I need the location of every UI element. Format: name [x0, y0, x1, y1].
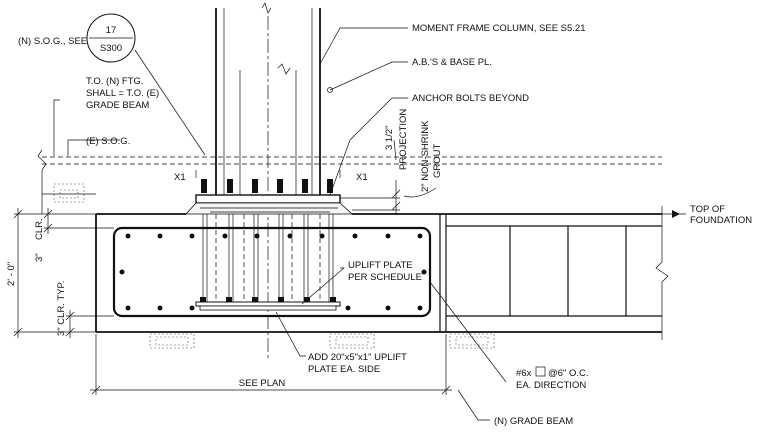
ab-base-plate-label: A.B.'S & BASE PL. — [412, 57, 492, 68]
uplift-plate-line2: PER SCHEDULE — [348, 272, 422, 283]
x1-right-marker: X1 — [356, 172, 368, 183]
dimension-lines — [13, 170, 686, 395]
uplift-plates — [195, 297, 341, 311]
grout-line1-label: 2" NON-SHRINK — [420, 120, 431, 192]
x1-left-marker: X1 — [174, 172, 186, 183]
rebar-spec-spacing: @6" O.C. — [548, 368, 588, 379]
moment-frame-label: MOMENT FRAME COLUMN, SEE S5.21 — [412, 23, 586, 34]
projection-dim-label: 3 1/2" — [384, 125, 395, 150]
see-plan-label: SEE PLAN — [239, 378, 286, 389]
base-plate-and-grout — [185, 194, 354, 215]
existing-sog-label: (E) S.O.G. — [86, 136, 130, 147]
clear-cover-word: CLR. — [34, 218, 45, 240]
rebar-cage — [112, 225, 662, 318]
section-sheet: S300 — [100, 43, 122, 54]
anchor-bolt-nuts — [201, 179, 333, 193]
leader-lines — [53, 27, 507, 421]
rebar-spec-prefix: #6x — [516, 368, 532, 379]
anchor-bolt-rods — [202, 214, 334, 305]
uplift-plate-line1: UPLIFT PLATE — [348, 260, 413, 271]
clear-cover-dim: 3" — [34, 253, 45, 262]
grout-line2-label: GROUT — [432, 144, 443, 179]
add-plate-line1: ADD 20"x5"x1" UPLIFT — [308, 352, 407, 363]
top-of-foundation-line1: TOP OF — [690, 204, 725, 215]
grade-beam-label: (N) GRADE BEAM — [494, 416, 573, 427]
projection-word-label: PROJECTION — [398, 109, 409, 170]
sos-callout-label: (N) S.O.G., SEE — [18, 36, 87, 47]
rebar-bars — [119, 233, 427, 311]
top-of-foundation-line2: FOUNDATION — [690, 215, 752, 226]
tof-note-line2: SHALL = T.O. (E) — [86, 88, 159, 99]
tof-note-line1: T.O. (N) FTG. — [86, 76, 144, 87]
beam-depth-dim: 2' - 0" — [6, 262, 17, 286]
tof-note-line3: GRADE BEAM — [86, 100, 149, 111]
section-number: 17 — [106, 25, 117, 36]
anchor-bolts-label: ANCHOR BOLTS BEYOND — [412, 93, 529, 104]
grade-beam-outline — [95, 206, 669, 340]
add-plate-line2: PLATE EA. SIDE — [308, 364, 380, 375]
slab-on-grade — [37, 149, 662, 214]
rebar-bar-symbol-icon — [535, 366, 546, 377]
section-reference-bubble[interactable] — [86, 13, 136, 63]
bottom-clear-label: 3" CLR. TYP. — [56, 281, 67, 336]
rebar-spec-line2: EA. DIRECTION — [516, 380, 586, 391]
